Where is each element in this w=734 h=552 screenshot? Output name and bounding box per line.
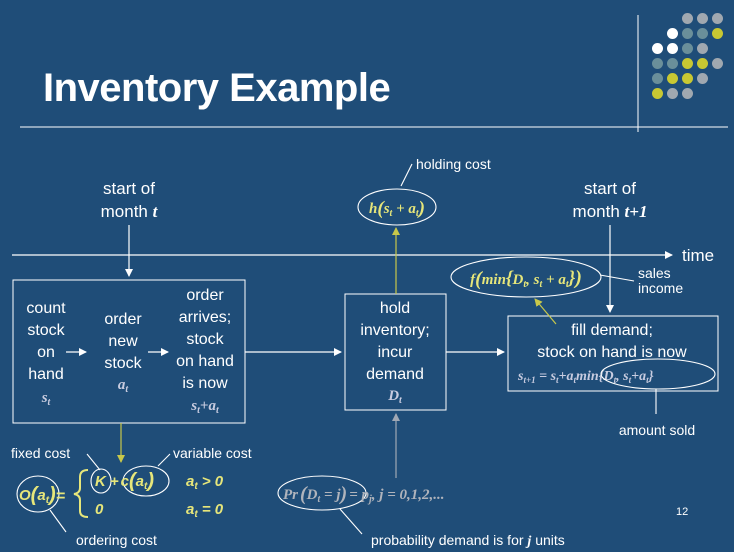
- sales-income-label-1: sales: [638, 265, 671, 281]
- sales-income-ellipse: [450, 256, 602, 298]
- box1-col1-line4: hand: [28, 366, 64, 383]
- box-fill-demand: [507, 315, 719, 392]
- decorative-dot: [652, 88, 663, 99]
- decorative-dot: [682, 73, 693, 84]
- box1-col2: order new stock at: [104, 311, 142, 395]
- box1-col2-line2: new: [108, 333, 138, 350]
- sales-income-pointer: [599, 274, 635, 282]
- box3-line2: stock on hand is now: [537, 344, 687, 361]
- fixed-cost-pointer: [86, 453, 101, 471]
- decorative-dot: [712, 58, 723, 69]
- box3-line1: fill demand;: [571, 322, 653, 339]
- box1-col3: order arrives; stock on hand is now st+a…: [176, 287, 234, 416]
- variable-cost-label: variable cost: [173, 445, 252, 461]
- start-month-t-line2: month t: [101, 202, 159, 221]
- decorative-dot: [712, 28, 723, 39]
- box2-line2: inventory;: [360, 322, 429, 339]
- probability-formula: Pr(Dt = j)= pj, j = 0,1,2,...: [283, 483, 445, 505]
- box2-line3: incur: [378, 344, 413, 361]
- variable-cost-pointer: [157, 453, 171, 467]
- box1-col3-line5: is now: [182, 375, 228, 392]
- box1-col1-line3: on: [37, 344, 55, 361]
- decorative-dot: [667, 43, 678, 54]
- amount-sold-label: amount sold: [619, 422, 695, 438]
- box1-col2-var: at: [118, 377, 130, 395]
- decorative-dot: [682, 43, 693, 54]
- ordering-cost-ellipse: [16, 475, 60, 513]
- decorative-dot: [697, 13, 708, 24]
- box1-col3-line1: order: [186, 287, 224, 304]
- amount-sold-ellipse: [600, 358, 716, 390]
- ordering-cost-formula: O(at)= K+c(at) 0 at > 0 at = 0: [19, 469, 224, 520]
- decorative-dot: [652, 43, 663, 54]
- box2-var: Dt: [387, 388, 403, 406]
- ordering-cond1: at > 0: [186, 473, 224, 492]
- holding-cost-formula: h(st + at): [369, 198, 425, 219]
- decorative-dot: [667, 58, 678, 69]
- box1-col1-var: st: [41, 390, 52, 408]
- decorative-dot: [682, 13, 693, 24]
- box2-line4: demand: [366, 366, 424, 383]
- holding-cost-label: holding cost: [416, 156, 491, 172]
- decorative-dot: [682, 58, 693, 69]
- sales-income-label-2: income: [638, 280, 683, 296]
- decorative-dot: [682, 28, 693, 39]
- ordering-brace: [73, 469, 89, 518]
- decorative-dot: [667, 88, 678, 99]
- decorative-dot: [652, 73, 663, 84]
- decorative-dot: [667, 28, 678, 39]
- box1-col3-line2: arrives;: [179, 309, 231, 326]
- decorative-dot: [697, 28, 708, 39]
- box1-col1: count stock on hand st: [26, 300, 66, 408]
- box1-col3-line4: on hand: [176, 353, 234, 370]
- decorative-dot: [682, 88, 693, 99]
- decorative-dot: [697, 58, 708, 69]
- box2-text: hold inventory; incur demand Dt: [360, 300, 429, 406]
- ordering-O: O(at)=: [19, 484, 65, 506]
- box1-col2-line3: stock: [104, 355, 142, 372]
- box1-col3-formula: st+at: [190, 398, 220, 416]
- decorative-dot: [667, 73, 678, 84]
- ordering-cost-pointer: [49, 509, 67, 533]
- decorative-dot: [697, 73, 708, 84]
- box1-col2-line1: order: [104, 311, 142, 328]
- variable-cost-ellipse: [122, 465, 170, 497]
- start-month-t1-line1: start of: [584, 179, 636, 198]
- start-month-t-line1: start of: [103, 179, 155, 198]
- ordering-case1: K+c(at): [95, 470, 154, 492]
- sales-income-formula: f(min{Dt, st + at}): [470, 267, 582, 290]
- ordering-cond2: at = 0: [186, 501, 224, 520]
- fixed-cost-ellipse: [90, 468, 112, 494]
- probability-ellipse: [277, 475, 367, 511]
- decorative-dot: [697, 43, 708, 54]
- ordering-cost-label: ordering cost: [76, 532, 157, 548]
- decorative-dot: [652, 58, 663, 69]
- start-month-t1-line2: month t+1: [573, 202, 648, 221]
- box1-col1-line2: stock: [27, 322, 65, 339]
- box1-col3-line3: stock: [186, 331, 224, 348]
- box3-formula: st+1 = st+atmin{Dt, st+at}: [517, 369, 654, 385]
- decorative-dot: [712, 13, 723, 24]
- box2-line1: hold: [380, 300, 410, 317]
- time-label: time: [682, 246, 714, 265]
- holding-cost-pointer: [400, 163, 413, 187]
- holding-cost-ellipse: [357, 188, 437, 226]
- arrow-box3-to-sales: [534, 298, 557, 325]
- probability-pointer: [339, 508, 363, 535]
- box1-col1-line1: count: [26, 300, 66, 317]
- slide-title: Inventory Example: [43, 66, 391, 110]
- page-number: 12: [676, 506, 689, 518]
- box3-text: fill demand; stock on hand is now: [537, 322, 687, 361]
- ordering-case2: 0: [95, 501, 104, 518]
- probability-label: probability demand is for j units: [371, 532, 565, 549]
- fixed-cost-label: fixed cost: [11, 445, 70, 461]
